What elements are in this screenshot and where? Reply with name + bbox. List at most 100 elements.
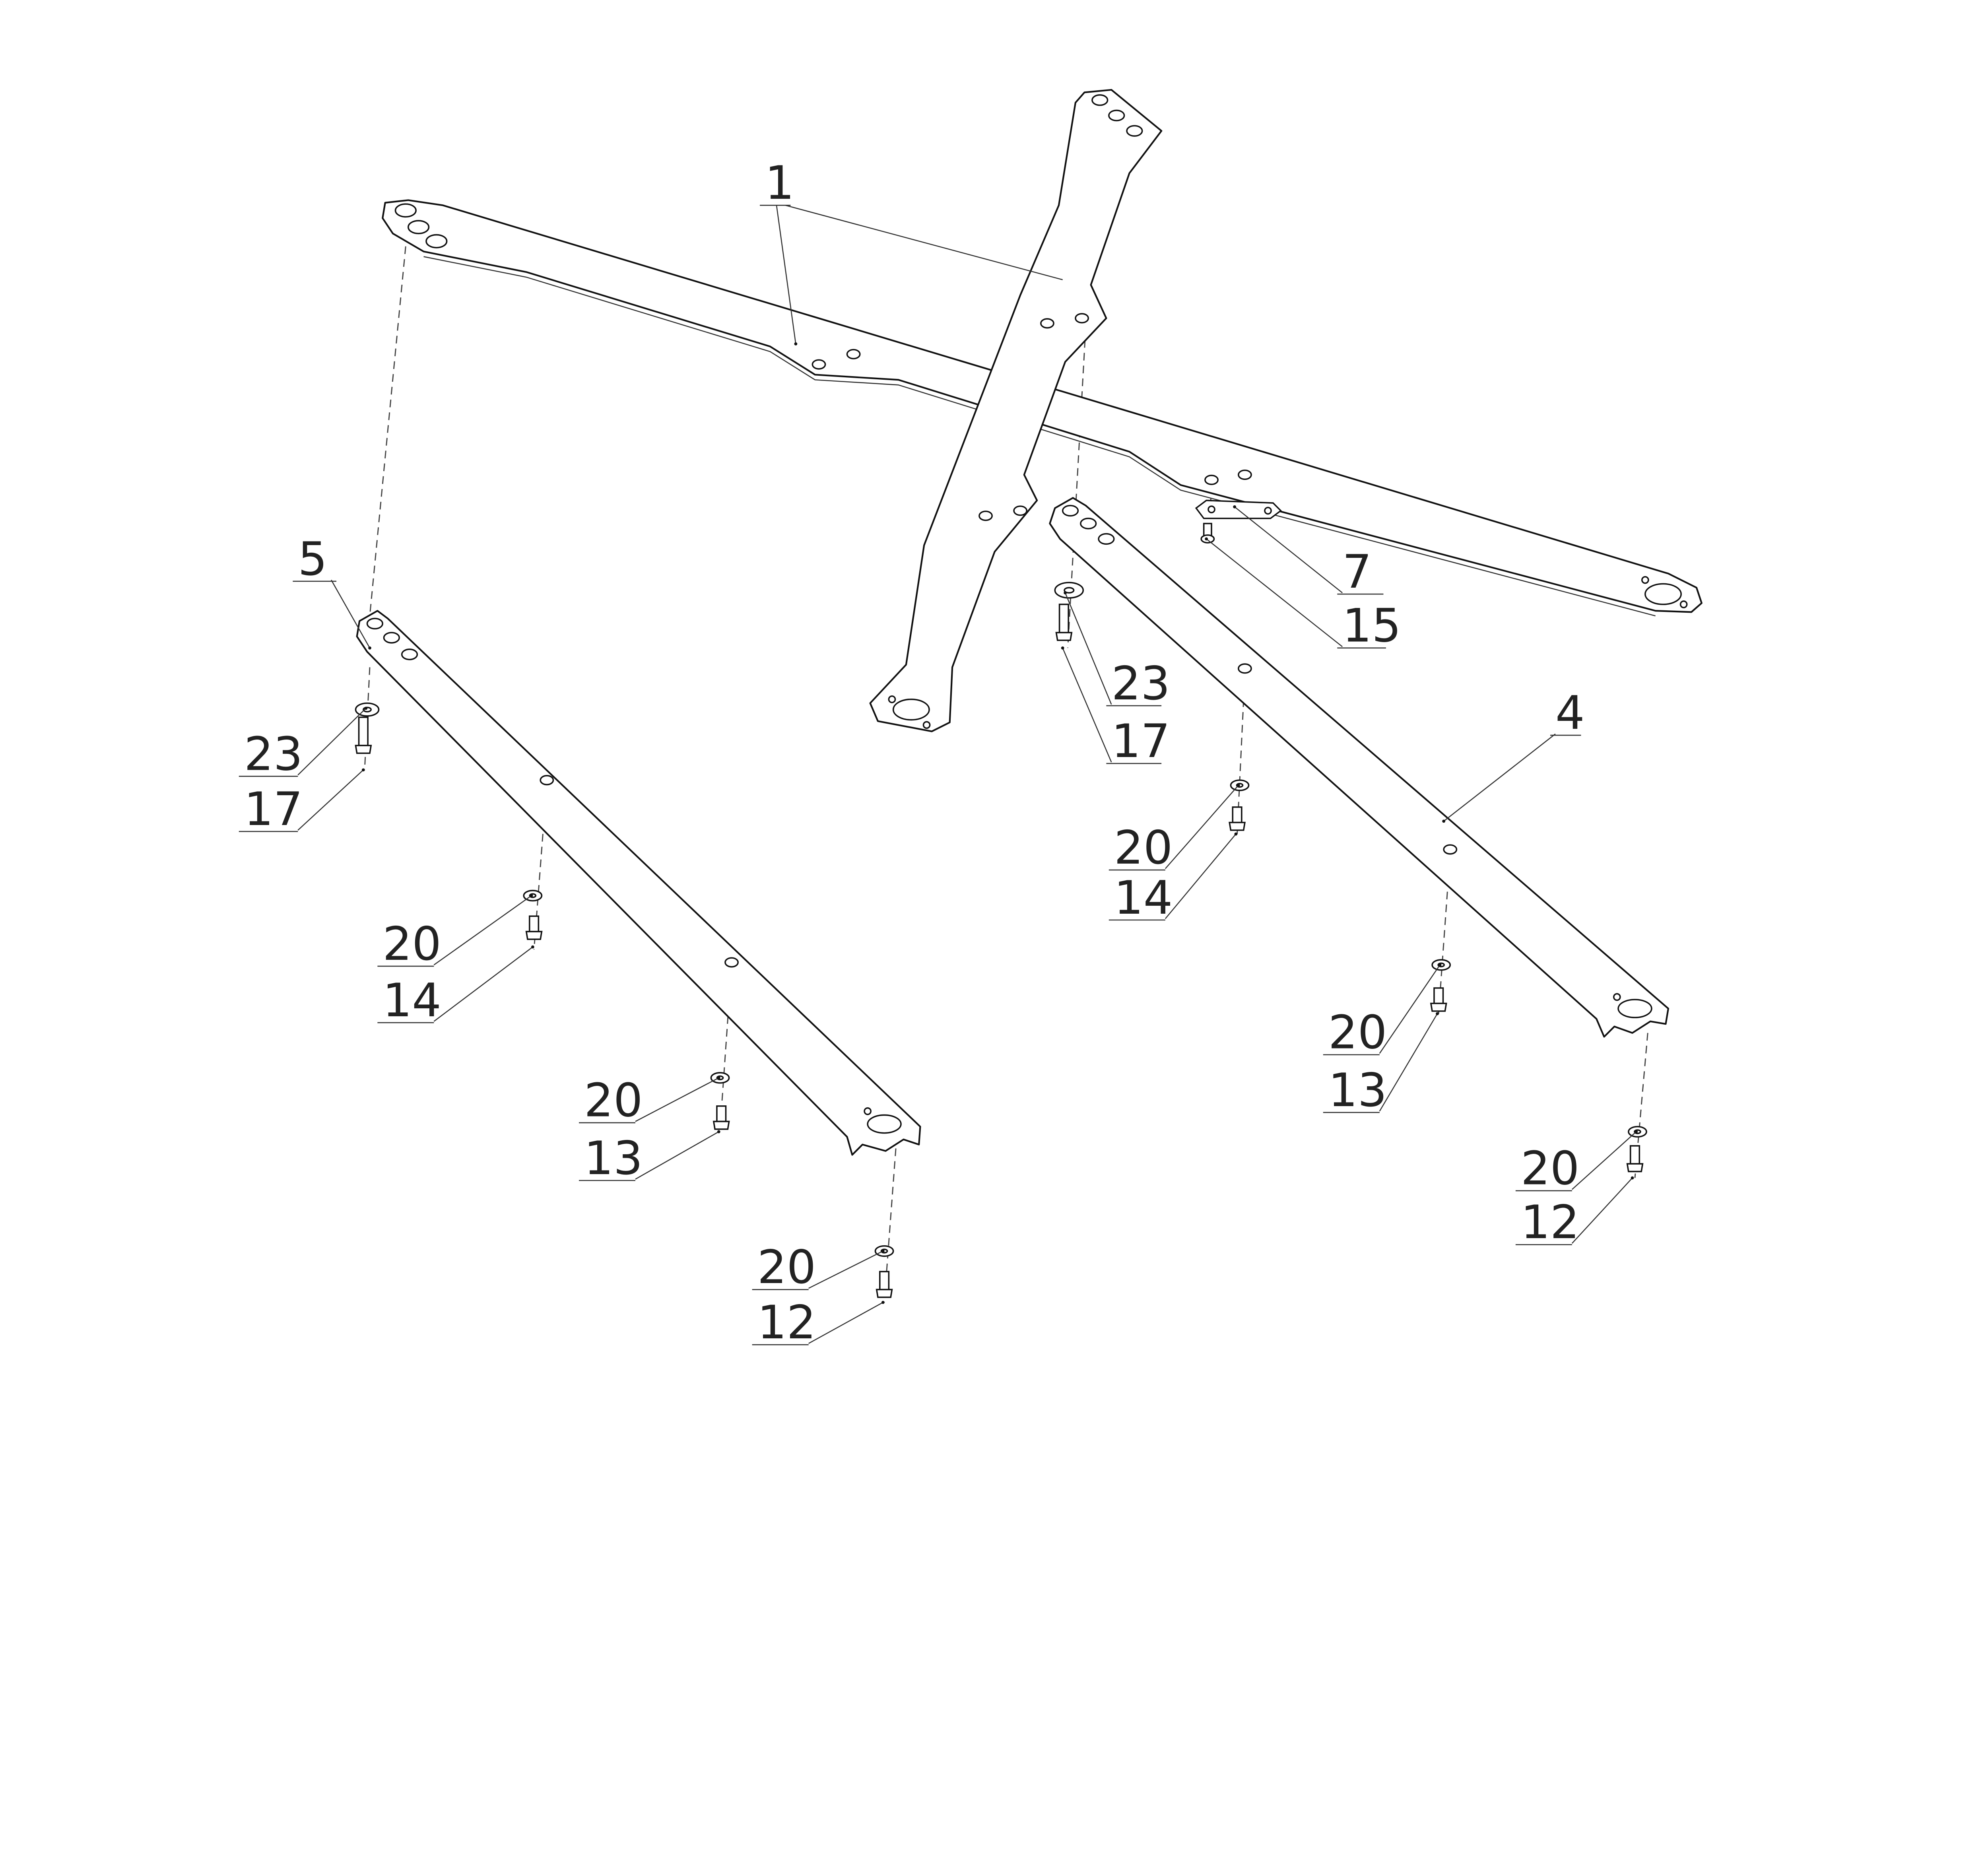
leader-line — [433, 946, 533, 1022]
bolt-icon — [876, 1271, 893, 1298]
callout-label: 20 — [1114, 821, 1173, 875]
leader-dot — [1064, 591, 1067, 594]
leader-line — [433, 895, 532, 965]
callout-part-14-left: 14 — [377, 945, 534, 1027]
leader-line — [1064, 592, 1112, 705]
callout-label: 20 — [584, 1074, 643, 1128]
callout-part-7: 7 — [1233, 505, 1384, 599]
callout-part-17-right: 17 — [1061, 646, 1170, 768]
callout-part-4: 4 — [1442, 686, 1585, 823]
leader-line — [776, 205, 796, 344]
bolt-icon — [1229, 806, 1246, 831]
leader-dot — [1205, 537, 1208, 541]
callout-label: 12 — [757, 1296, 816, 1349]
callout-label: 13 — [584, 1132, 643, 1185]
callout-label: 20 — [757, 1241, 816, 1294]
callout-label: 23 — [1111, 657, 1170, 711]
leader-dot — [1631, 1176, 1634, 1180]
leader-line — [331, 580, 371, 648]
leader-dot — [368, 646, 371, 650]
leader-line — [1165, 785, 1239, 869]
bolt-icon — [1626, 1145, 1644, 1173]
callout-label: 13 — [1328, 1064, 1387, 1117]
cross-bar-diagonal — [869, 89, 1163, 732]
leader-dot — [881, 1249, 885, 1253]
bolt-icon — [712, 1105, 730, 1130]
bolt-icon — [1055, 604, 1073, 641]
arm-part-5 — [356, 610, 921, 1156]
leader-dot — [717, 1130, 720, 1134]
leader-dot — [1234, 832, 1238, 836]
callout-part-5: 5 — [293, 532, 371, 650]
callout-label: 7 — [1342, 545, 1372, 599]
callout-part-20-left-c: 20 — [752, 1241, 885, 1294]
callout-part-23-left: 23 — [239, 707, 368, 781]
callout-label: 1 — [765, 156, 794, 210]
callout-part-12-right: 12 — [1515, 1176, 1634, 1249]
leader-dot — [1635, 1130, 1638, 1134]
bolt-icon — [525, 915, 543, 940]
callout-label: 12 — [1521, 1196, 1580, 1249]
arm-part-4 — [1049, 497, 1669, 1038]
callout-label: 20 — [382, 917, 441, 971]
callout-part-14-right: 14 — [1109, 832, 1238, 925]
bolt-icon — [1430, 987, 1447, 1012]
leader-dot — [1436, 1012, 1439, 1015]
leader-line — [1571, 1177, 1633, 1244]
callout-label: 4 — [1555, 686, 1585, 740]
leader-line — [1379, 1013, 1438, 1112]
leader-line — [297, 769, 364, 831]
leader-line — [785, 205, 1063, 280]
leader-dot — [1442, 819, 1446, 823]
callout-label: 14 — [382, 974, 441, 1027]
leader-dot — [717, 1076, 720, 1079]
callout-label: 15 — [1342, 599, 1401, 653]
callout-part-15: 15 — [1205, 537, 1401, 653]
leader-line — [1062, 648, 1112, 763]
bracket-part-7 — [1195, 499, 1282, 544]
callout-part-20-right-b: 20 — [1323, 963, 1442, 1060]
leader-line — [1379, 965, 1441, 1054]
leader-line — [1165, 833, 1237, 919]
leader-dot — [531, 945, 534, 949]
washer-icon — [1054, 582, 1084, 599]
leader-line — [808, 1250, 883, 1289]
leader-line — [1443, 733, 1556, 822]
leader-line — [1206, 538, 1343, 647]
callout-part-23-right: 23 — [1064, 591, 1170, 711]
callout-part-20-left-b: 20 — [579, 1074, 720, 1128]
callout-label: 17 — [1111, 714, 1170, 768]
leader-line — [635, 1077, 719, 1122]
callout-part-17-left: 17 — [239, 768, 365, 836]
leader-line — [1571, 1131, 1637, 1190]
callout-part-12-left: 12 — [752, 1296, 885, 1349]
washer-icon — [355, 702, 380, 717]
leader-dot — [1061, 646, 1064, 650]
leader-line — [297, 708, 367, 776]
leader-dot — [364, 707, 368, 710]
callout-label: 14 — [1114, 871, 1173, 925]
callout-label: 20 — [1328, 1006, 1387, 1060]
leader-dot — [530, 894, 533, 897]
leader-line — [1234, 506, 1343, 593]
leader-dot — [1233, 505, 1236, 509]
leader-dot — [1237, 784, 1240, 787]
callout-label: 5 — [298, 532, 327, 586]
leader-dot — [361, 768, 365, 772]
callout-part-13-left: 13 — [579, 1130, 720, 1185]
leader-dot — [1438, 963, 1442, 967]
callout-part-13-right: 13 — [1323, 1012, 1439, 1117]
callout-part-20-left-a: 20 — [377, 894, 533, 971]
callout-part-1: 1 — [760, 156, 1063, 346]
callout-part-20-right-a: 20 — [1109, 784, 1240, 875]
leader-line — [635, 1131, 719, 1180]
callout-label: 20 — [1521, 1142, 1580, 1196]
leader-line — [808, 1302, 883, 1344]
callout-part-20-right-c: 20 — [1515, 1130, 1638, 1196]
callout-label: 17 — [244, 782, 303, 836]
hardware — [355, 582, 1647, 1298]
bolt-icon — [355, 716, 372, 754]
callout-label: 23 — [244, 727, 303, 781]
